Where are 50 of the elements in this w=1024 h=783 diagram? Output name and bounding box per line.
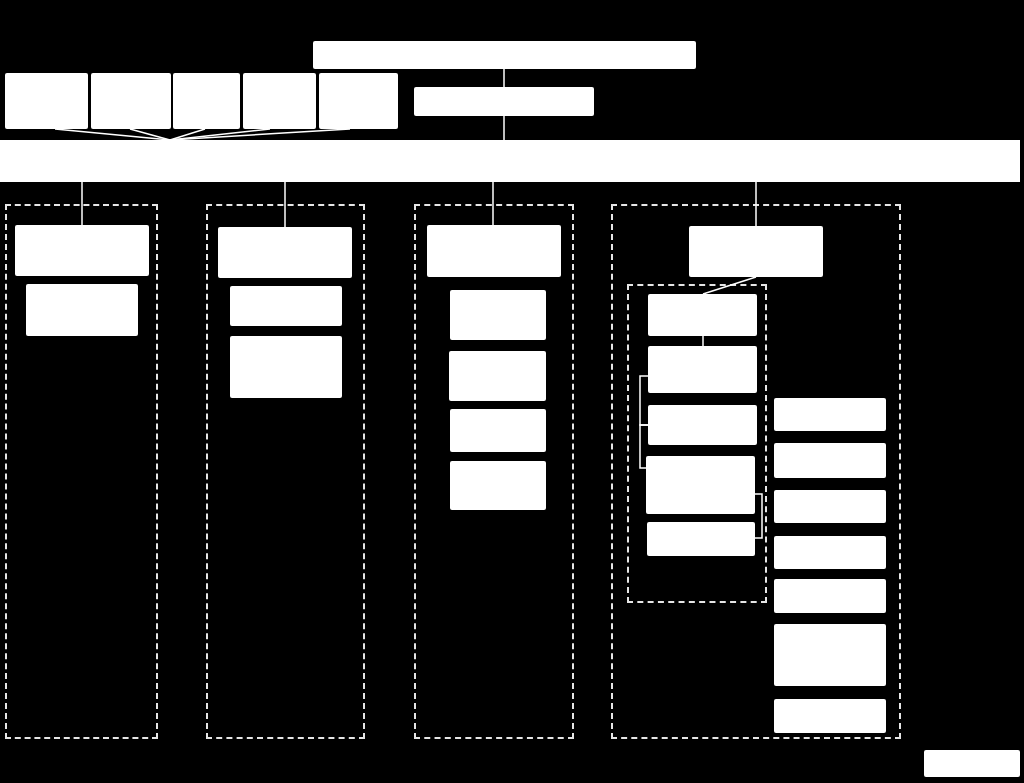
group-frame [414,204,574,739]
org-box [230,286,342,326]
org-box [648,405,757,445]
org-box [15,225,149,276]
org-box [774,398,886,431]
org-box [26,284,138,336]
bar-box [0,140,1020,182]
org-box [774,536,886,569]
org-box [414,87,594,116]
connector-line [284,181,286,228]
org-box [647,522,755,556]
org-box [450,290,546,340]
org-box [218,227,352,278]
connector-line [503,115,505,141]
connector-line [702,276,757,295]
org-box [230,336,342,398]
connector-line [639,375,649,426]
connector-line [129,128,171,141]
group-frame [5,204,158,739]
group-frame [627,284,767,603]
org-box [450,409,546,452]
org-box [774,443,886,478]
group-frame [611,204,901,739]
org-box [774,579,886,613]
org-box [91,73,171,129]
org-box [774,490,886,523]
group-frame [206,204,365,739]
org-box [774,624,886,686]
org-box [646,456,755,514]
org-box [648,294,757,336]
org-box [450,461,546,510]
connector-line [639,424,649,469]
org-box [313,41,696,69]
connector-line [169,128,206,141]
org-box [173,73,240,129]
org-box [243,73,316,129]
org-box [319,73,398,129]
org-box [774,699,886,733]
org-box [648,346,757,393]
connector-line [81,181,83,226]
org-box [5,73,88,129]
org-box [924,750,1020,777]
connector-line [492,181,494,226]
connector-line [503,68,505,88]
org-box [449,351,546,401]
org-box [427,225,561,277]
connector-line [754,493,763,539]
org-box [689,226,823,277]
connector-line [755,181,757,227]
connector-line [702,335,704,347]
